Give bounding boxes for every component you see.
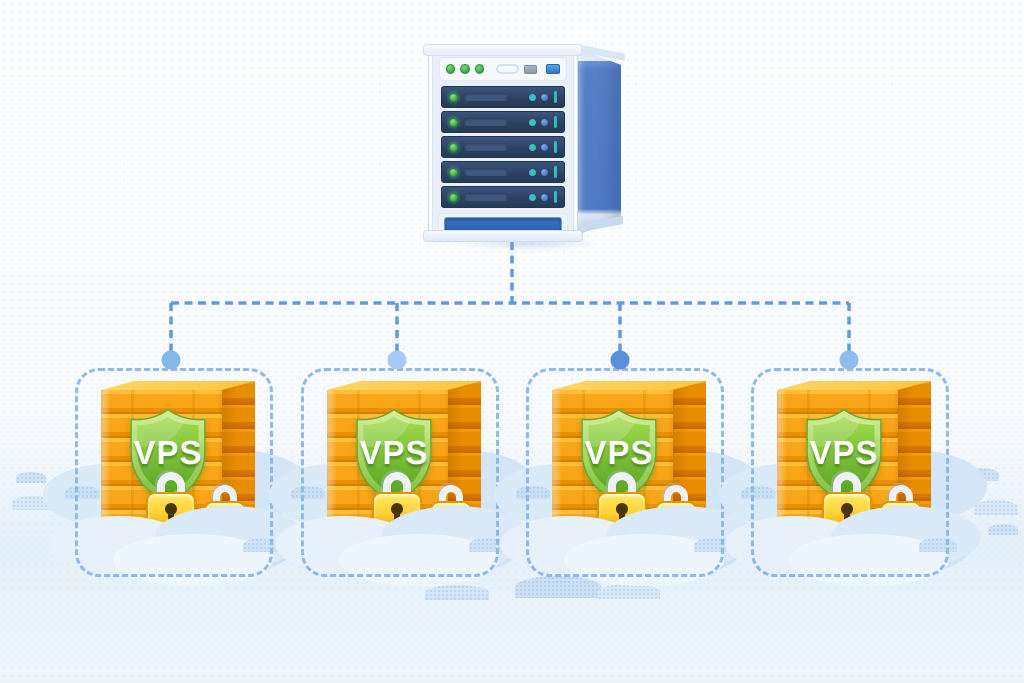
hill-decoration <box>988 524 1018 535</box>
cube-top-face <box>777 381 931 390</box>
teal-bar-icon <box>554 116 557 128</box>
server-bottom-rim <box>423 230 583 242</box>
keyhole <box>616 503 628 515</box>
vga-port-icon <box>523 64 537 74</box>
vps-label: VPS <box>133 434 203 471</box>
shield-gloss <box>137 416 185 447</box>
shield-field <box>363 416 425 495</box>
hill-decoration <box>919 538 957 552</box>
padlock-shackle <box>664 485 688 505</box>
status-led-icon <box>449 192 458 202</box>
server-blade <box>441 186 565 208</box>
usb-port-icon <box>545 64 560 74</box>
shield-gloss <box>813 416 861 447</box>
power-led-icon <box>446 64 456 74</box>
teal-indicator-icon <box>529 193 536 201</box>
blue-indicator-icon <box>541 118 548 126</box>
vps-shield-icon <box>356 408 432 503</box>
hill-decoration <box>974 500 1018 515</box>
vps-node-1: VPS <box>43 368 311 586</box>
keyhole <box>841 503 853 515</box>
status-led-icon <box>449 92 458 102</box>
teal-indicator-icon <box>529 168 536 176</box>
padlock-shackle <box>157 472 185 496</box>
hill-decoration <box>65 486 99 499</box>
vps-node-4: VPS <box>719 368 987 586</box>
shield-gloss <box>588 416 636 447</box>
blade-slot <box>465 143 507 151</box>
shield-gloss <box>363 416 411 447</box>
teal-indicator-icon <box>529 143 536 151</box>
connection-lines <box>169 242 851 358</box>
blue-indicator-icon <box>541 193 548 201</box>
blade-slot <box>465 168 507 176</box>
vps-shield-icon <box>130 408 206 503</box>
blade-slot <box>465 193 507 201</box>
server-blades <box>441 86 565 208</box>
shield-field <box>137 416 199 495</box>
teal-indicator-icon <box>529 93 536 101</box>
shield-field <box>813 416 875 495</box>
padlock-shackle <box>439 485 463 505</box>
padlock-shackle <box>213 485 237 505</box>
vps-label: VPS <box>584 434 654 471</box>
blade-slot <box>465 118 507 126</box>
hill-decoration <box>516 486 550 499</box>
keyhole <box>391 503 403 515</box>
server-front-panel <box>428 48 578 239</box>
server-top-panel <box>439 57 567 81</box>
connection-node-dot <box>610 350 630 370</box>
status-led-icon <box>449 167 458 177</box>
server-blade <box>441 86 565 108</box>
status-led-icon <box>449 117 458 127</box>
hill-decoration <box>16 472 46 483</box>
power-led-icon <box>460 64 470 74</box>
status-led-icon <box>449 142 458 152</box>
keyhole <box>165 503 177 515</box>
server-top-rim <box>423 44 583 56</box>
padlock-shackle <box>833 472 861 496</box>
padlock-shackle <box>383 472 411 496</box>
teal-bar-icon <box>554 166 557 178</box>
cube-top-face <box>327 381 481 390</box>
server-blade <box>441 161 565 183</box>
blue-indicator-icon <box>541 168 548 176</box>
vps-label: VPS <box>809 434 879 471</box>
server-rack <box>423 44 628 254</box>
hill-decoration <box>291 486 325 499</box>
vps-label: VPS <box>359 434 429 471</box>
teal-bar-icon <box>554 91 557 103</box>
teal-bar-icon <box>554 141 557 153</box>
server-side-panel <box>577 48 621 235</box>
padlock-shackle <box>608 472 636 496</box>
blade-slot <box>465 93 507 101</box>
blue-indicator-icon <box>541 143 548 151</box>
hill-decoration <box>598 584 660 599</box>
hill-decoration <box>741 486 775 499</box>
vps-shield-icon <box>806 408 882 503</box>
vps-node-2: VPS <box>269 368 537 586</box>
padlock-shackle <box>889 485 913 505</box>
cube-top-face <box>552 381 706 390</box>
hill-decoration <box>515 576 601 598</box>
connection-node-dot <box>387 350 407 370</box>
drive-slot-outline <box>496 64 519 74</box>
hill-decoration <box>425 585 489 600</box>
shield-field <box>588 416 650 495</box>
connection-node-dot <box>839 350 859 370</box>
cube-top-face <box>101 381 255 390</box>
connection-node-dot <box>161 350 181 370</box>
blue-indicator-icon <box>541 93 548 101</box>
teal-indicator-icon <box>529 118 536 126</box>
vps-shield-icon <box>581 408 657 503</box>
vps-node-3: VPS <box>494 368 762 586</box>
teal-bar-icon <box>554 191 557 203</box>
server-blade <box>441 136 565 158</box>
power-led-icon <box>474 64 485 74</box>
server-blade <box>441 111 565 133</box>
